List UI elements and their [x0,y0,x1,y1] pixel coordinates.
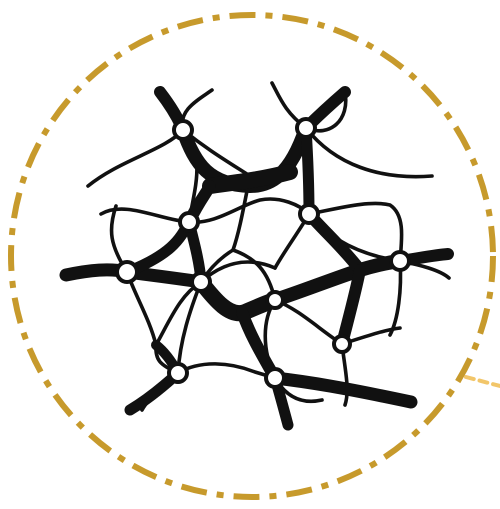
node [172,119,194,141]
node [190,271,212,293]
frame-circle [8,12,496,500]
node [295,117,317,139]
node [167,362,189,384]
node [389,250,411,272]
node [178,211,200,233]
node [298,203,320,225]
junction-nodes [115,117,411,389]
connector-line [464,375,500,388]
node [264,367,286,389]
node [332,334,352,354]
node [265,290,285,310]
node [115,260,139,284]
